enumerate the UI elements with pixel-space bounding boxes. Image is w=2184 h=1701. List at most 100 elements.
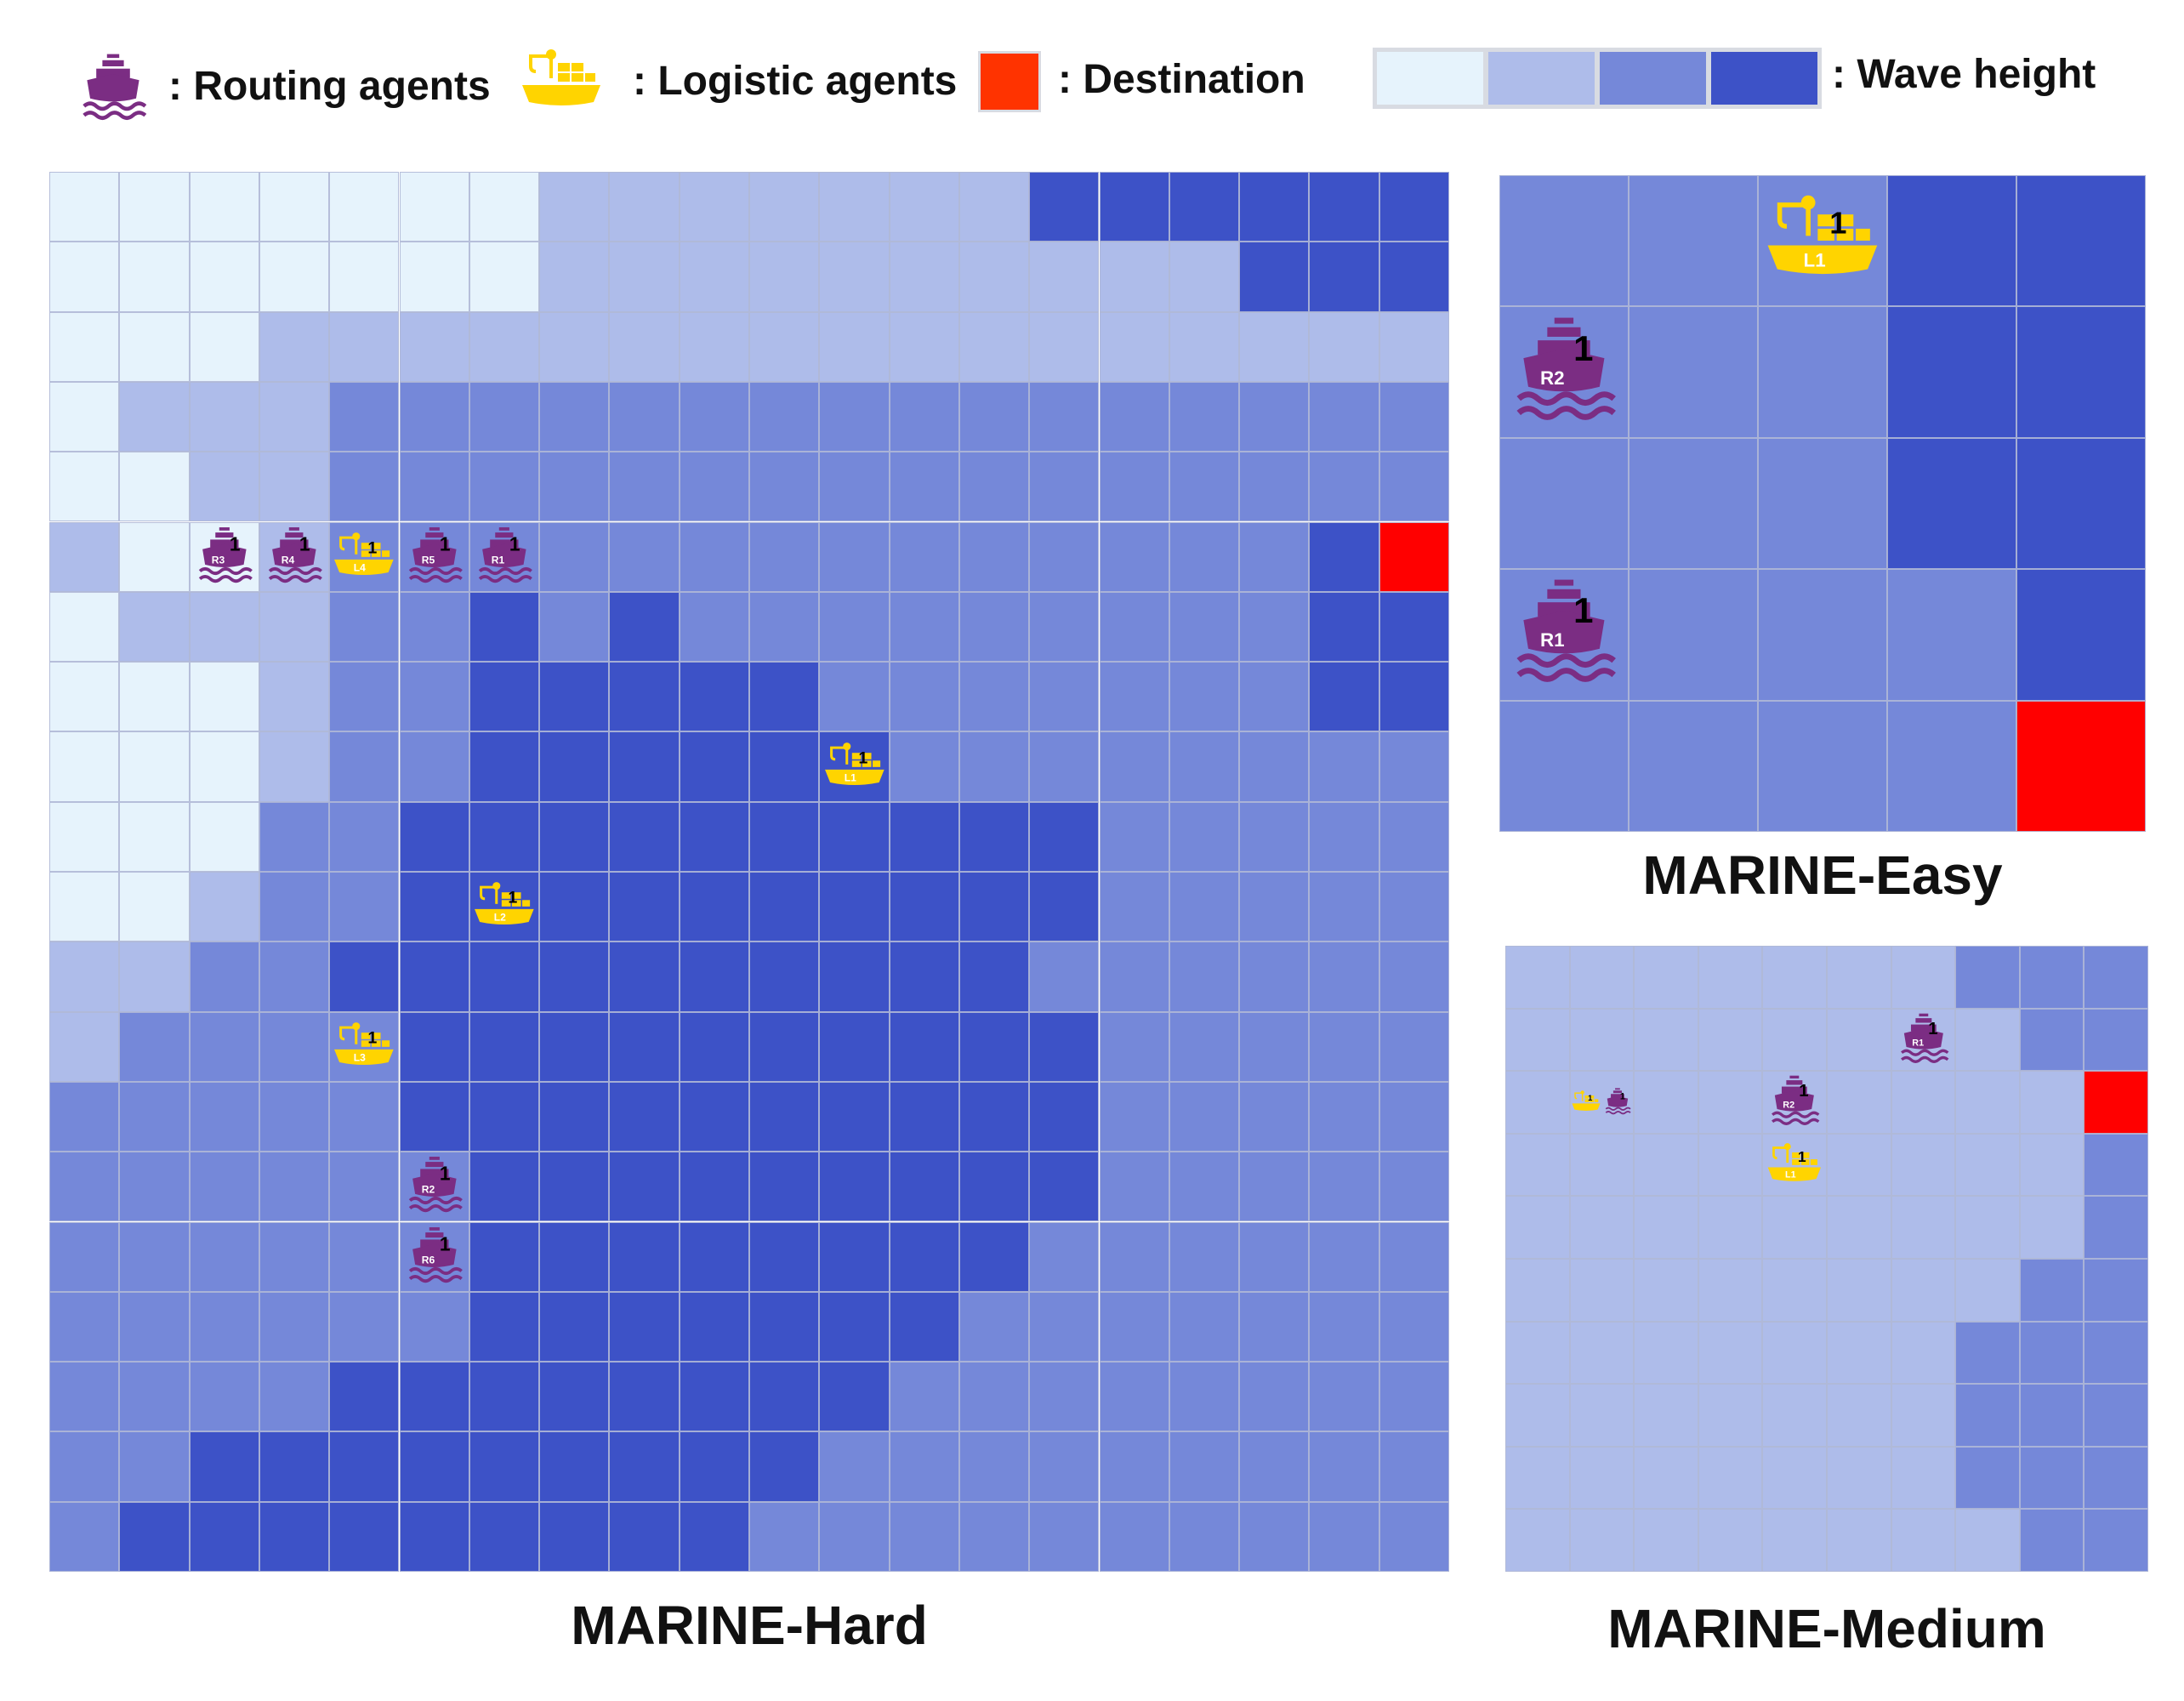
wave-cell [1099, 1431, 1169, 1502]
wave-cell [679, 591, 749, 663]
wave-cell [609, 662, 680, 732]
agent-count: 1 [1620, 1091, 1625, 1101]
wave-cell [819, 942, 890, 1012]
wave-cell [1379, 662, 1449, 732]
wave-cell [1758, 175, 1887, 307]
wave-cell [958, 381, 1030, 452]
wave-cell [329, 942, 400, 1012]
wave-cell [189, 1431, 259, 1502]
wave-cell [1379, 1081, 1449, 1152]
wave-cell [329, 311, 400, 382]
wave-cell [1169, 452, 1240, 522]
wave-cell [1169, 1501, 1240, 1572]
wave-cell [539, 1501, 610, 1572]
wave-cell [1029, 1501, 1100, 1572]
wave-cell [1887, 175, 2016, 307]
agent-label: L1 [844, 771, 856, 783]
wave-cell [539, 521, 610, 592]
wave-cell [329, 1362, 400, 1432]
wave-cell [749, 1011, 820, 1082]
wave-cell [749, 731, 820, 802]
wave-cell [609, 731, 680, 802]
routing-ship-icon: 1R2 [1516, 317, 1617, 420]
wave-cell [259, 1291, 330, 1363]
wave-cell [259, 1362, 330, 1432]
routing-ship-icon: 1 [1606, 1088, 1631, 1115]
destination-cell [2016, 700, 2146, 832]
wave-cell [1379, 731, 1449, 802]
wave-cell [749, 872, 820, 942]
wave-cell [679, 311, 749, 382]
wave-cell [189, 662, 259, 732]
wave-cell [189, 381, 259, 452]
wave-cell [1029, 872, 1100, 942]
wave-cell [1239, 1221, 1310, 1292]
wave-cell [1099, 731, 1169, 802]
wave-cell [1762, 1321, 1827, 1385]
wave-cell [329, 381, 400, 452]
wave-cell [399, 942, 469, 1012]
agent-label: L4 [354, 561, 366, 573]
wave-cell [749, 662, 820, 732]
wave-level-1-swatch [1377, 52, 1483, 105]
wave-cell [329, 872, 400, 942]
wave-cell [1239, 801, 1310, 872]
agent-label: R3 [212, 554, 225, 566]
wave-cell [2084, 1133, 2148, 1197]
agent-label: R2 [421, 1184, 435, 1196]
wave-cell [1309, 872, 1379, 942]
wave-cell [1379, 1501, 1449, 1572]
legend-logistic-label: : Logistic agents [633, 59, 958, 104]
wave-cell [1827, 1071, 1891, 1134]
wave-cell [1239, 591, 1310, 663]
wave-cell [399, 1291, 469, 1363]
wave-cell [2016, 175, 2146, 307]
wave-cell [1309, 1291, 1379, 1363]
logistic-ship-icon: 1 [1571, 1090, 1601, 1112]
wave-cell [539, 1011, 610, 1082]
wave-cell [1634, 1509, 1698, 1572]
wave-cell [1029, 801, 1100, 872]
wave-cell [1698, 946, 1763, 1009]
wave-cell [119, 942, 190, 1012]
wave-cell [49, 1291, 120, 1363]
wave-cell [609, 1152, 680, 1222]
wave-cell [1505, 1196, 1570, 1259]
wave-cell [119, 801, 190, 872]
wave-cell [1099, 801, 1169, 872]
wave-cell [49, 801, 120, 872]
wave-cell [399, 452, 469, 522]
wave-cell [119, 731, 190, 802]
wave-cell [749, 1362, 820, 1432]
legend-logistic-ship-icon [519, 48, 604, 119]
wave-cell [609, 872, 680, 942]
wave-cell [1505, 1509, 1570, 1572]
wave-cell [609, 801, 680, 872]
wave-cell [119, 662, 190, 732]
wave-cell [889, 731, 959, 802]
wave-cell [189, 591, 259, 663]
wave-cell [1239, 381, 1310, 452]
wave-cell [609, 452, 680, 522]
wave-cell [2019, 1321, 2084, 1385]
agent-label: R6 [421, 1254, 435, 1266]
wave-cell [1029, 1291, 1100, 1363]
wave-cell [259, 242, 330, 312]
wave-cell [2019, 1196, 2084, 1259]
wave-cell [958, 452, 1030, 522]
wave-cell [1955, 1196, 2020, 1259]
wave-cell [819, 1081, 890, 1152]
wave-cell [819, 381, 890, 452]
wave-cell [259, 172, 330, 242]
wave-cell [1505, 1384, 1570, 1447]
wave-cell [749, 1431, 820, 1502]
wave-cell [1827, 1133, 1891, 1197]
wave-cell [609, 1291, 680, 1363]
wave-cell [958, 731, 1030, 802]
wave-cell [749, 311, 820, 382]
wave-cell [119, 1152, 190, 1222]
